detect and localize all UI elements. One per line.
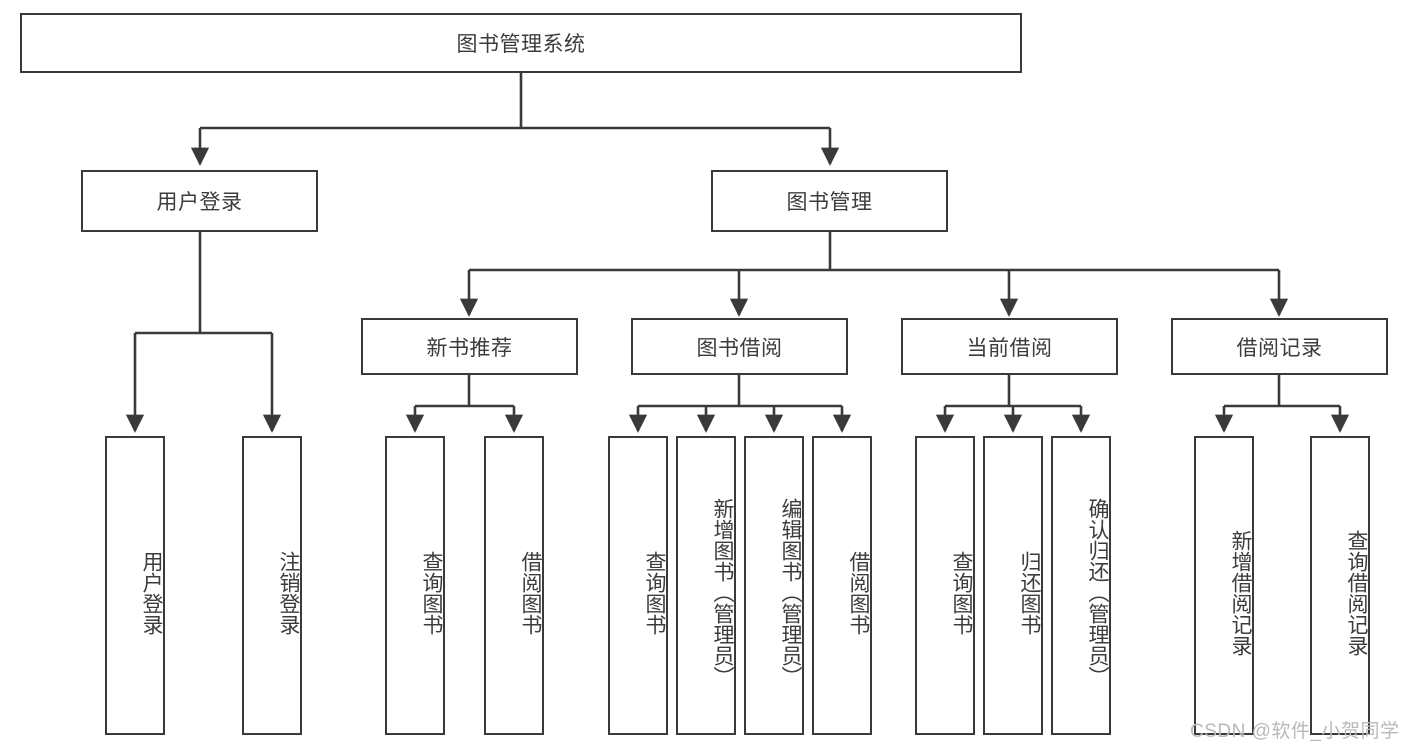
node-book-manage[interactable]: 图书管理 [711,170,948,232]
leaf-borrow-record-1[interactable]: 新增借阅记录 [1194,436,1254,735]
leaf-label: 借阅图书 [519,550,542,635]
leaf-label: 注销登录 [277,550,300,635]
leaf-label: 查询图书 [643,550,666,635]
node-new-book-recommend[interactable]: 新书推荐 [361,318,578,375]
leaf-label: 借阅图书 [847,550,870,635]
leaf-label: 编辑图书（管理员） [779,498,802,687]
leaf-current-borrow-3[interactable]: 确认归还（管理员） [1051,436,1111,735]
node-borrow-record[interactable]: 借阅记录 [1171,318,1388,375]
node-user-login[interactable]: 用户登录 [81,170,318,232]
node-borrow-record-label: 借阅记录 [1236,336,1323,360]
leaf-user-login-2[interactable]: 注销登录 [242,436,302,735]
node-new-book-recommend-label: 新书推荐 [426,336,513,360]
leaf-label: 确认归还（管理员） [1086,498,1109,687]
node-root-label: 图书管理系统 [456,33,586,56]
node-root[interactable]: 图书管理系统 [20,13,1022,73]
csdn-watermark: CSDN @软件_小贺同学 [1190,721,1400,742]
leaf-user-login-1[interactable]: 用户登录 [105,436,165,735]
leaf-current-borrow-2[interactable]: 归还图书 [983,436,1043,735]
node-current-borrow-label: 当前借阅 [966,336,1053,360]
node-user-login-label: 用户登录 [156,191,243,214]
node-current-borrow[interactable]: 当前借阅 [901,318,1118,375]
leaf-label: 查询图书 [950,550,973,635]
leaf-label: 查询借阅记录 [1345,529,1368,656]
leaf-book-borrow-1[interactable]: 查询图书 [608,436,668,735]
node-book-borrow-label: 图书借阅 [696,336,783,360]
node-book-borrow[interactable]: 图书借阅 [631,318,848,375]
leaf-book-borrow-4[interactable]: 借阅图书 [812,436,872,735]
leaf-label: 查询图书 [420,550,443,635]
leaf-label: 新增借阅记录 [1229,529,1252,656]
leaf-book-borrow-3[interactable]: 编辑图书（管理员） [744,436,804,735]
leaf-book-borrow-2[interactable]: 新增图书（管理员） [676,436,736,735]
leaf-borrow-record-2[interactable]: 查询借阅记录 [1310,436,1370,735]
leaf-label: 新增图书（管理员） [711,498,734,687]
leaf-new-book-2[interactable]: 借阅图书 [484,436,544,735]
leaf-new-book-1[interactable]: 查询图书 [385,436,445,735]
leaf-label: 用户登录 [140,550,163,635]
node-book-manage-label: 图书管理 [786,191,873,214]
leaf-current-borrow-1[interactable]: 查询图书 [915,436,975,735]
leaf-label: 归还图书 [1018,550,1041,635]
